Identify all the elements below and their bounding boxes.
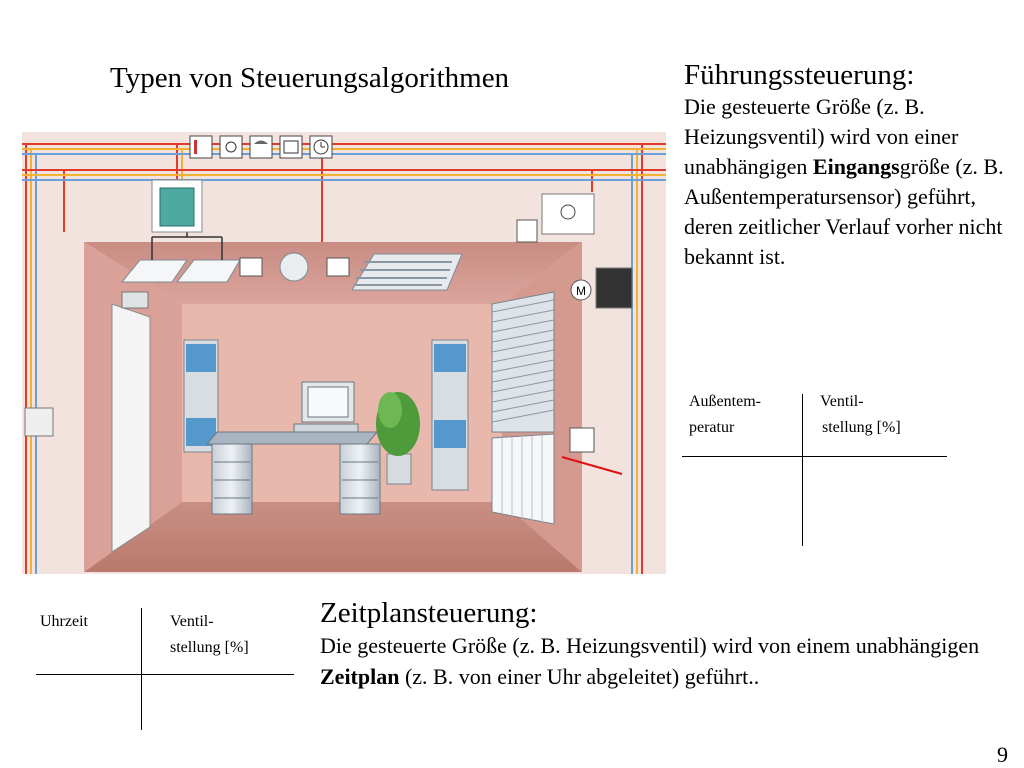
zeitplan-table-vrule bbox=[141, 608, 142, 730]
fuehrung-col2-header-2: stellung [%] bbox=[822, 419, 901, 436]
valve-actuator-icon bbox=[516, 219, 538, 243]
control-unit bbox=[151, 179, 203, 233]
zeitplansteuerung-block: Zeitplansteuerung: Die gesteuerte Größe … bbox=[320, 596, 1010, 692]
fuehrung-text-part2: größe (z. B. Außentemperatursensor) gefü… bbox=[684, 154, 1004, 269]
wall-socket-icon bbox=[24, 407, 54, 437]
radiator-valve-icon bbox=[569, 427, 595, 453]
thermometer-icon bbox=[189, 135, 213, 159]
window-blinds bbox=[491, 291, 555, 433]
window-icon bbox=[279, 135, 303, 159]
fuehrung-col1-header-2: peratur bbox=[689, 419, 735, 436]
rain-icon bbox=[249, 135, 273, 159]
fuehrung-table-hrule bbox=[682, 456, 947, 457]
fuehrungssteuerung-heading: Führungssteuerung: bbox=[684, 59, 915, 91]
zeitplan-text-part2: (z. B. von einer Uhr abgeleitet) geführt… bbox=[399, 664, 760, 689]
zeitplan-table-hrule bbox=[36, 674, 294, 675]
sun-sensor-icon bbox=[239, 257, 263, 277]
control-panel-icon bbox=[595, 267, 633, 309]
motor-label: M bbox=[576, 284, 586, 298]
left-shelf bbox=[183, 339, 219, 453]
fuehrung-text-part1: Die gesteuerte Größe (z. B. Heizungsvent… bbox=[684, 94, 959, 179]
heating-arrow bbox=[561, 456, 623, 475]
fuehrung-text-bold: Eingangs bbox=[812, 154, 900, 179]
desk bbox=[205, 381, 381, 515]
slide-title: Typen von Steuerungsalgorithmen bbox=[110, 62, 510, 94]
zeitplan-text-part1: Die gesteuerte Größe (z. B. Heizungsvent… bbox=[320, 633, 980, 658]
zeitplan-text-bold: Zeitplan bbox=[320, 664, 400, 689]
right-shelf bbox=[431, 339, 469, 491]
top-sensor-icons bbox=[189, 135, 333, 159]
floor bbox=[84, 502, 582, 572]
zeitplan-col2-header-2: stellung [%] bbox=[170, 639, 249, 656]
zeitplan-col1-header: Uhrzeit bbox=[40, 613, 88, 630]
fuehrung-table-vrule bbox=[802, 394, 803, 546]
fuehrungssteuerung-block: Führungssteuerung: Die gesteuerte Größe … bbox=[684, 58, 1014, 272]
zeitplansteuerung-text: Die gesteuerte Größe (z. B. Heizungsvent… bbox=[320, 630, 1010, 692]
page-number: 9 bbox=[997, 742, 1008, 767]
door bbox=[111, 291, 151, 553]
wiring bbox=[22, 143, 666, 574]
sun-icon bbox=[219, 135, 243, 159]
smoke-detector-icon bbox=[279, 252, 309, 282]
fuehrung-col1-header-1: Außentem- bbox=[689, 393, 761, 410]
motor-icon bbox=[570, 279, 592, 301]
fuehrungssteuerung-text: Die gesteuerte Größe (z. B. Heizungsvent… bbox=[684, 92, 1014, 272]
room-illustration: M bbox=[22, 132, 666, 574]
fuehrung-col2-header-1: Ventil- bbox=[820, 393, 864, 410]
presence-sensor-icon bbox=[326, 257, 350, 277]
ceiling-lights bbox=[120, 227, 241, 283]
zeitplansteuerung-heading: Zeitplansteuerung: bbox=[320, 597, 538, 629]
radiator bbox=[491, 433, 555, 525]
plant bbox=[376, 392, 420, 485]
zeitplan-col2-header-1: Ventil- bbox=[170, 613, 214, 630]
room-thermostat-icon bbox=[541, 193, 595, 235]
